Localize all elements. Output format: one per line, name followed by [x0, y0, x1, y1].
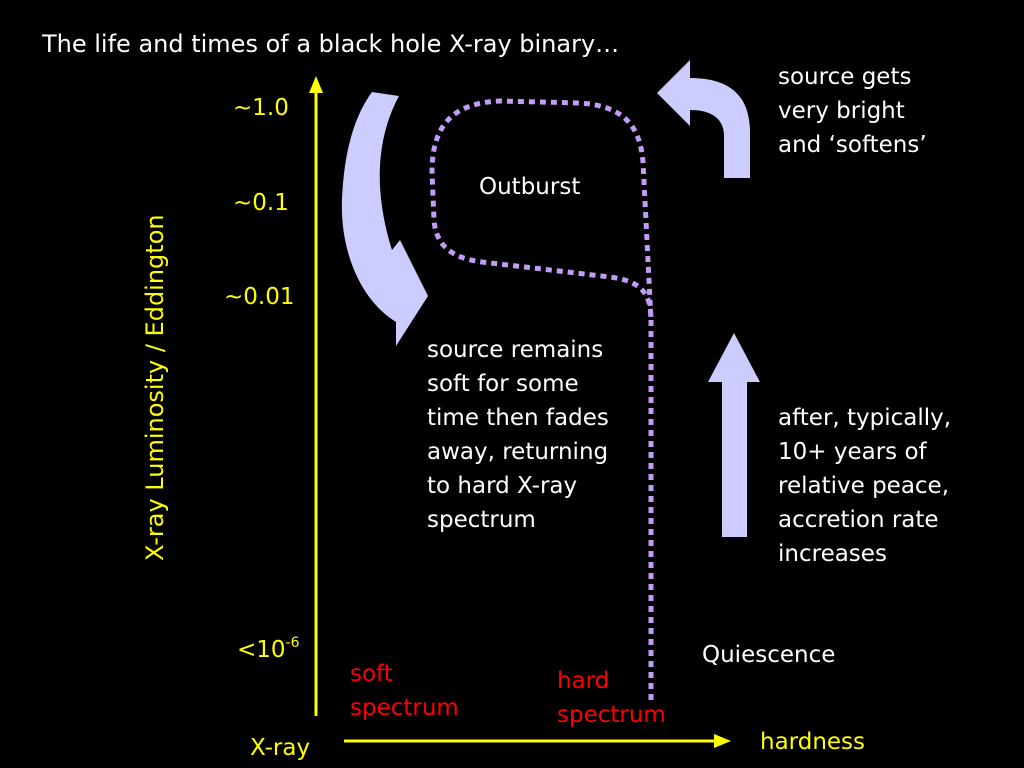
- soft-spectrum-line: spectrum: [350, 695, 459, 721]
- hard-spectrum-line: spectrum: [557, 702, 666, 728]
- x-axis-arrowhead: [714, 734, 731, 748]
- note-fades: source remains soft for some time then f…: [427, 333, 609, 537]
- y-tick-label: ~0.1: [233, 190, 289, 216]
- hard-spectrum-label: hard spectrum: [557, 664, 666, 732]
- note-line: relative peace,: [778, 473, 950, 499]
- note-softens: source gets very bright and ‘softens’: [778, 60, 927, 162]
- note-rise: after, typically, 10+ years of relative …: [778, 401, 951, 571]
- outburst-label: Outburst: [479, 174, 581, 200]
- y-axis-label: X-ray Luminosity / Eddington: [141, 214, 169, 562]
- y-tick-label: ~0.01: [224, 284, 295, 310]
- y-tick-label-low: <10-6: [237, 633, 300, 667]
- note-line: time then fades: [427, 405, 609, 431]
- slide-title: The life and times of a black hole X-ray…: [42, 30, 620, 58]
- note-line: accretion rate: [778, 507, 939, 533]
- soft-spectrum-label: soft spectrum: [350, 657, 459, 725]
- evolution-track: [429, 98, 654, 700]
- y-axis-arrowhead: [309, 76, 323, 93]
- soft-spectrum-line: soft: [350, 661, 393, 687]
- note-line: very bright: [778, 98, 905, 124]
- note-line: soft for some: [427, 371, 579, 397]
- note-line: spectrum: [427, 507, 536, 533]
- note-line: away, returning: [427, 439, 609, 465]
- curved-arrow-down: [341, 92, 428, 346]
- note-line: source remains: [427, 337, 604, 363]
- y-tick-low-exponent: -6: [285, 635, 300, 651]
- note-line: after, typically,: [778, 405, 952, 431]
- quiescence-label: Quiescence: [702, 642, 836, 668]
- x-axis-label-left: X-ray: [250, 735, 311, 761]
- note-line: to hard X-ray: [427, 473, 578, 499]
- x-axis-label-right: hardness: [760, 729, 866, 755]
- note-line: increases: [778, 541, 887, 567]
- hook-arrow-left: [657, 60, 750, 178]
- hard-spectrum-line: hard: [557, 668, 610, 694]
- note-line: and ‘softens’: [778, 132, 927, 158]
- y-tick-low-base: <10: [237, 637, 286, 663]
- note-line: source gets: [778, 64, 912, 90]
- note-line: 10+ years of: [778, 439, 927, 465]
- up-arrow: [708, 333, 760, 537]
- y-tick-label: ~1.0: [233, 95, 289, 121]
